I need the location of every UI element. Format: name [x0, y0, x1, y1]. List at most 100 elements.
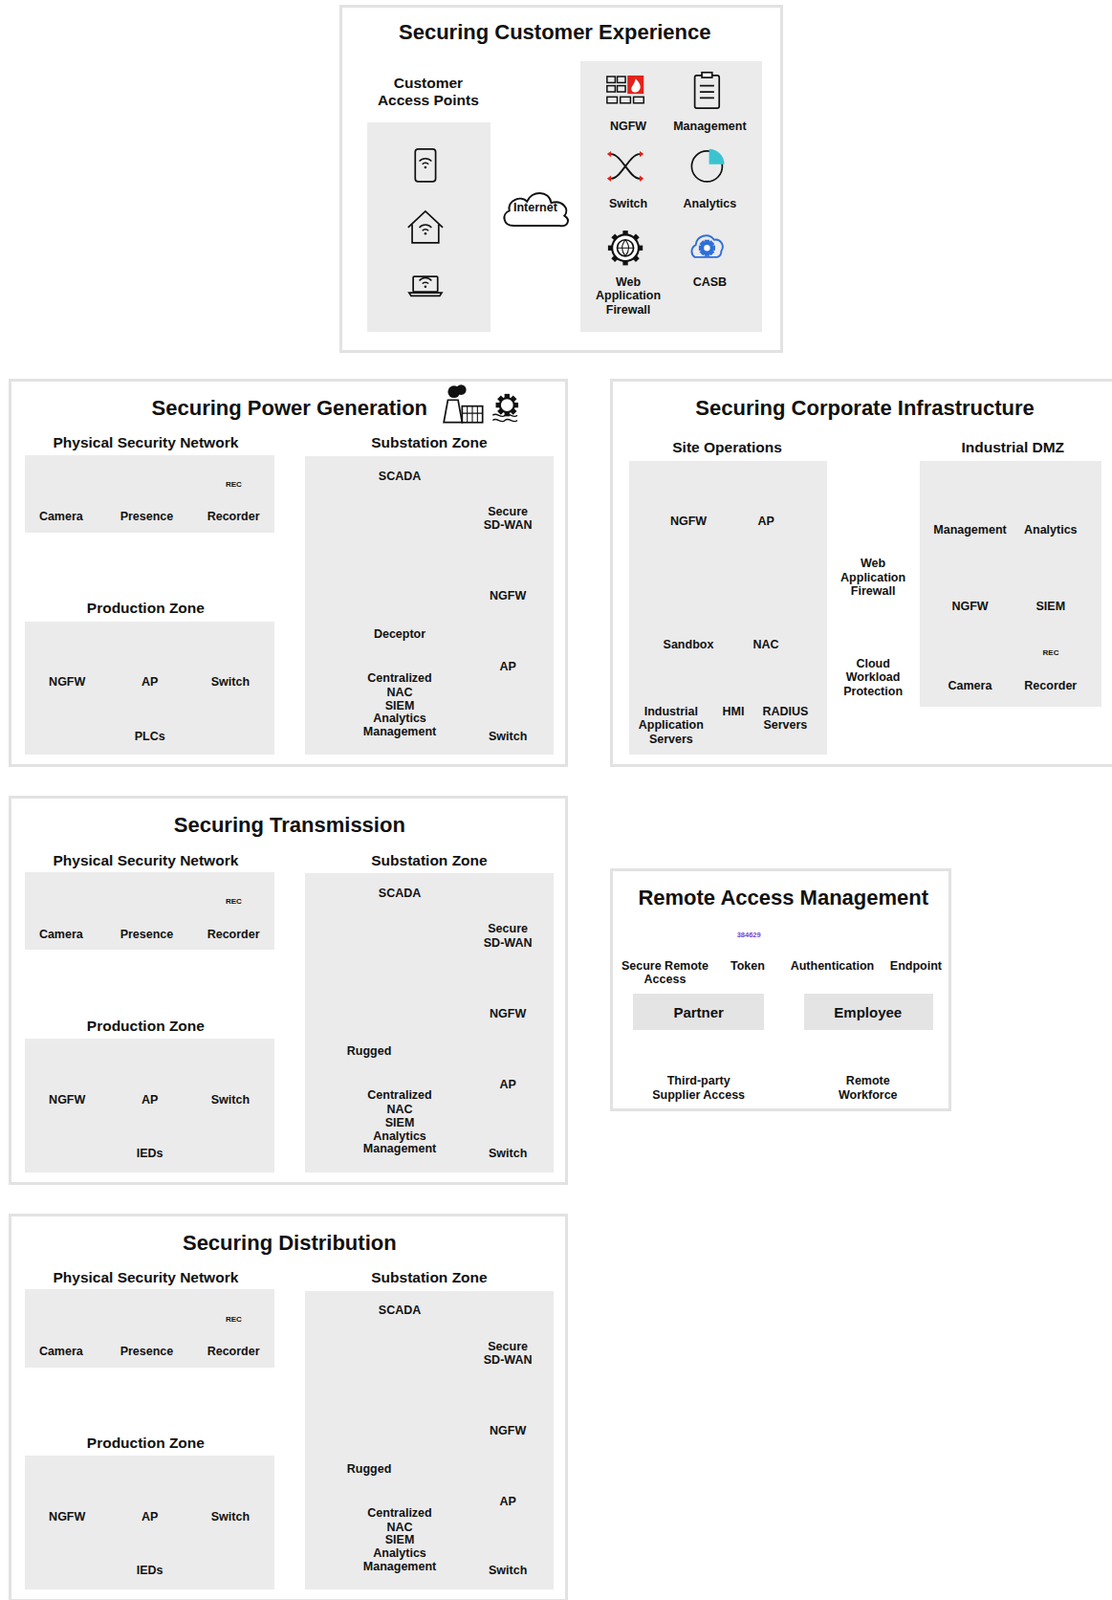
item-label: CASB — [678, 275, 741, 289]
zone-panel: Substation ZoneSCADASecure SD-WANNGFWRug… — [305, 1290, 554, 1591]
item-label: NGFW — [477, 1006, 539, 1021]
item-label: AP — [477, 659, 539, 674]
btn-text: Partner — [637, 1003, 761, 1021]
zone-panel: Substation ZoneSCADASecure SD-WANNGFWRug… — [305, 872, 554, 1173]
title-text: Securing Transmission — [34, 812, 545, 837]
item-label: Token — [721, 959, 773, 973]
zone-panel: Production ZoneNGFWAPSwitchIEDs — [24, 1455, 274, 1590]
item-label: RADIUS Servers — [754, 704, 816, 733]
rec-text: REC — [212, 479, 255, 491]
btn-text: Employee — [806, 1003, 930, 1021]
item-label: PLCs — [119, 729, 181, 743]
item-label: Industrial Application Servers — [630, 704, 712, 746]
section-box: Securing TransmissionPhysical Security N… — [8, 795, 569, 1185]
item-label: AP — [119, 1509, 181, 1524]
zone-panel: Production ZoneNGFWAPSwitchPLCs — [24, 621, 274, 756]
cloud-node: Internet — [499, 186, 573, 230]
item-label: Presence — [110, 1344, 183, 1358]
head-text: Physical Security Network — [22, 851, 268, 870]
item-label: Recorder — [1013, 678, 1088, 693]
item-label: Switch — [597, 196, 659, 211]
item-label: NGFW — [938, 599, 1001, 613]
head-text: Physical Security Network — [22, 1268, 268, 1287]
item-label: Rugged — [327, 1461, 410, 1476]
item-label: SCADA — [358, 886, 440, 900]
zone-panel: Production ZoneNGFWAPSwitchIEDs — [24, 1038, 274, 1173]
section-box: Securing Corporate InfrastructureWeb App… — [610, 378, 1112, 768]
body-text: NAC SIEM Analytics Management — [348, 686, 452, 740]
item-label: AP — [477, 1077, 539, 1091]
item-label: Internet — [503, 200, 567, 215]
item-label: NGFW — [477, 1423, 539, 1438]
head-text: Site Operations — [630, 438, 825, 457]
item-label: NGFW — [657, 514, 720, 528]
item-label: Rugged — [327, 1044, 410, 1058]
item-label: NGFW — [36, 1092, 98, 1107]
item-label: Management — [927, 523, 1014, 537]
item-label: NGFW — [597, 119, 659, 133]
item-label: Centralized — [348, 671, 452, 685]
item-label: Camera — [24, 927, 97, 941]
item-label: Management — [669, 119, 751, 133]
item-label: Presence — [110, 927, 183, 941]
item-label: NGFW — [36, 675, 98, 689]
item-label: Camera — [938, 678, 1001, 693]
item-label: Switch — [199, 675, 262, 689]
title-text: Remote Access Management — [620, 885, 947, 910]
zone-panel: Site OperationsNGFWAPSandboxNACIndustria… — [629, 460, 828, 755]
item-label: Endpoint — [880, 959, 953, 973]
head-text: Production Zone — [22, 1017, 268, 1035]
head-text: Production Zone — [22, 599, 268, 617]
rec-text: REC — [212, 1313, 255, 1326]
title-text: Securing Power Generation — [34, 395, 545, 420]
item-label: AP — [477, 1494, 539, 1508]
title-text: Securing Distribution — [34, 1230, 545, 1255]
role-box: Partner — [632, 993, 764, 1030]
rec-text: REC — [1029, 647, 1072, 659]
item-label: Centralized — [348, 1088, 452, 1102]
item-label: Sandbox — [653, 637, 725, 652]
item-label: Camera — [24, 1344, 97, 1358]
item-label: NAC — [735, 637, 797, 652]
rec-text: REC — [212, 895, 255, 908]
item-label: Remote Workforce — [827, 1073, 909, 1102]
zone-panel: Industrial DMZManagementAnalyticsNGFWSIE… — [919, 460, 1102, 707]
item-label: AP — [735, 514, 797, 528]
item-label: NGFW — [477, 588, 539, 603]
head-text: Industrial DMZ — [926, 438, 1100, 457]
section-box: Securing DistributionPhysical Security N… — [8, 1213, 569, 1600]
title-text: Securing Customer Experience — [340, 20, 769, 44]
head-text: Substation Zone — [306, 1268, 552, 1287]
body-text: NAC SIEM Analytics Management — [348, 1103, 452, 1156]
section-box: Remote Access ManagementSecure Remote Ac… — [610, 868, 952, 1112]
item-label: Web Application Firewall — [831, 556, 914, 598]
zone-panel: Physical Security NetworkCameraPresenceR… — [24, 872, 274, 950]
item-label: SIEM — [1020, 599, 1082, 613]
zone-panel: Customer Access Points — [367, 122, 491, 332]
zone-panel: Substation ZoneSCADASecure SD-WANNGFWDec… — [305, 456, 554, 756]
item-label: Switch — [199, 1092, 262, 1107]
item-label: Analytics — [674, 196, 746, 211]
item-label: Camera — [24, 509, 97, 524]
item-label: Secure SD-WAN — [472, 921, 545, 950]
token-code: 384629 — [727, 929, 770, 941]
item-label: Third-party Supplier Access — [642, 1073, 755, 1102]
item-label: Authentication — [785, 959, 878, 973]
item-label: Recorder — [197, 509, 270, 524]
item-label: IEDs — [119, 1146, 181, 1160]
item-label: Secure SD-WAN — [472, 1339, 545, 1368]
item-label: Switch — [477, 1563, 539, 1577]
item-label: NGFW — [36, 1509, 98, 1524]
item-label: Switch — [199, 1509, 262, 1524]
role-box: Employee — [804, 993, 935, 1030]
item-label: Secure SD-WAN — [472, 504, 545, 533]
item-label: Switch — [477, 729, 539, 743]
item-label: Deceptor — [358, 627, 440, 641]
item-label: HMI — [713, 704, 755, 719]
item-label: Recorder — [197, 927, 270, 941]
item-label: IEDs — [119, 1563, 181, 1577]
zone-panel: Physical Security NetworkCameraPresenceR… — [24, 1288, 274, 1367]
body-text: NAC SIEM Analytics Management — [348, 1521, 452, 1574]
item-label: Analytics — [1013, 523, 1088, 537]
item-label: AP — [119, 1092, 181, 1107]
